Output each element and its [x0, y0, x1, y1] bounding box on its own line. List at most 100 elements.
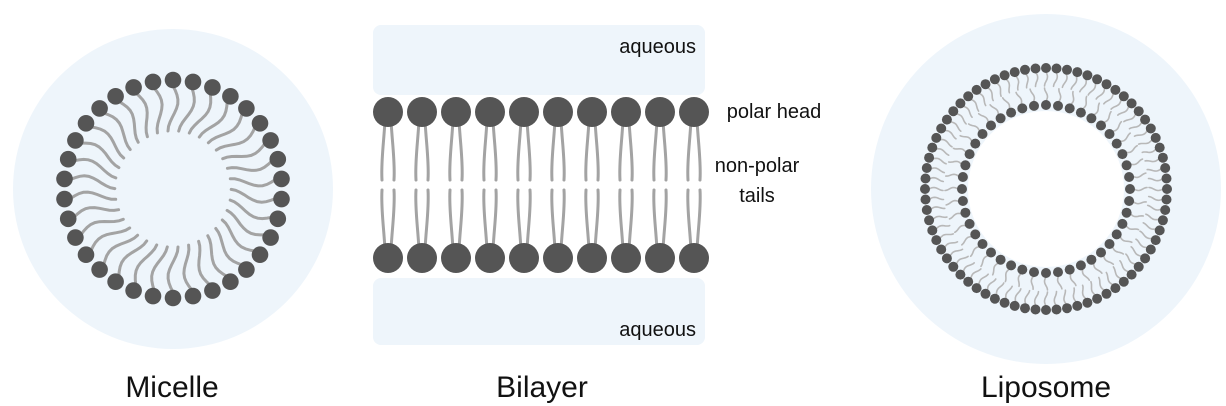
bilayer-tail — [695, 188, 702, 252]
liposome-head-inner — [1053, 267, 1063, 278]
liposome-head-outer — [1092, 293, 1103, 304]
liposome-head-outer — [931, 132, 942, 143]
liposome-tail-outer — [1139, 230, 1153, 240]
liposome-tail-outer — [928, 196, 945, 201]
liposome-head-inner — [986, 120, 996, 131]
liposome-tail-outer — [1053, 290, 1058, 307]
bilayer-head-top — [577, 97, 607, 127]
liposome-tail-inner — [1111, 120, 1123, 133]
liposome-tail-outer — [1072, 287, 1078, 303]
liposome-tail-outer — [1105, 271, 1114, 286]
liposome-head-inner — [1125, 184, 1135, 194]
liposome-tail-inner — [989, 104, 1000, 116]
liposome-tail-inner — [944, 186, 959, 192]
liposome-core — [968, 111, 1124, 267]
liposome-head-outer — [989, 293, 1000, 304]
liposome-tail-inner — [969, 245, 981, 258]
liposome-tail-inner — [1069, 272, 1077, 287]
micelle-tail — [225, 208, 267, 237]
liposome-head-outer — [1009, 300, 1020, 311]
liposome-head-outer — [1082, 297, 1093, 308]
liposome-head-inner — [1006, 107, 1017, 118]
liposome-tail-outer — [955, 255, 969, 266]
micelle-head — [144, 287, 162, 305]
liposome-head-inner — [1111, 229, 1122, 240]
liposome-tail-outer — [969, 268, 982, 280]
liposome-head-outer — [963, 276, 974, 287]
liposome-tail-outer — [1014, 288, 1022, 303]
liposome-head-outer — [1030, 304, 1041, 315]
micelle-tail — [133, 243, 159, 287]
bilayer-tail — [516, 188, 523, 252]
liposome-tail-inner — [1102, 110, 1112, 124]
liposome-tail-outer — [986, 86, 995, 102]
bilayer-head-bottom — [407, 243, 437, 273]
liposome-head-outer — [1118, 91, 1129, 102]
micelle-head — [204, 79, 221, 96]
liposome-head-outer — [1133, 106, 1144, 117]
bilayer-tail — [457, 118, 464, 182]
bilayer-tail — [627, 188, 634, 252]
liposome-tail-inner — [1119, 132, 1131, 143]
liposome-panel: Liposome — [871, 14, 1221, 404]
micelle-tail — [134, 91, 149, 139]
micelle-head — [184, 287, 202, 305]
liposome-tail-inner — [945, 199, 960, 206]
bilayer-tail — [491, 118, 498, 182]
micelle-head — [91, 261, 108, 278]
liposome-head-outer — [920, 173, 931, 184]
bilayer-tail — [525, 188, 532, 252]
liposome-tail-inner — [1081, 268, 1091, 282]
micelle-head — [269, 210, 287, 228]
liposome-head-inner — [1121, 160, 1132, 171]
bilayer-aqueous-top-label: aqueous — [619, 36, 696, 58]
liposome-tail-inner — [1092, 262, 1103, 275]
micelle-tail — [166, 84, 180, 133]
liposome-tail-outer — [1043, 291, 1049, 307]
liposome-head-inner — [1104, 239, 1115, 249]
liposome-head-outer — [924, 152, 935, 163]
micelle-tail — [206, 111, 244, 145]
liposome-tail-outer — [1005, 78, 1011, 94]
liposome-head-outer — [1072, 67, 1083, 78]
bilayer-tail — [550, 188, 557, 252]
micelle-tail — [177, 86, 196, 133]
liposome-head-outer — [1154, 225, 1165, 236]
bilayer-tail — [584, 188, 591, 252]
liposome-head-outer — [1041, 305, 1051, 315]
liposome-tail-outer — [1024, 289, 1031, 306]
liposome-head-outer — [936, 244, 947, 255]
liposome-head-inner — [977, 129, 988, 139]
micelle-head — [107, 273, 124, 291]
liposome-tail-outer — [1119, 259, 1130, 273]
liposome-head-inner — [1096, 247, 1106, 258]
liposome-tail-inner — [991, 262, 1000, 276]
bilayer-title: Bilayer — [496, 371, 588, 404]
liposome-tail-inner — [960, 235, 973, 246]
bilayer-head-top — [611, 97, 641, 127]
liposome-tails — [928, 71, 1164, 307]
liposome-tail-inner — [1119, 235, 1133, 244]
bilayer-tail — [627, 118, 634, 182]
micelle-head — [77, 246, 95, 263]
liposome-head-inner — [995, 254, 1006, 265]
liposome-tail-inner — [1132, 200, 1147, 205]
liposome-head-outer — [948, 261, 959, 272]
liposome-tail-outer — [1063, 289, 1068, 306]
liposome-tail-inner — [1125, 224, 1140, 231]
liposome-tail-inner — [1029, 88, 1036, 103]
micelle-head — [125, 79, 142, 96]
micelle-tail — [117, 99, 140, 144]
micelle-tail — [220, 218, 257, 253]
liposome-tail-outer — [1125, 253, 1137, 266]
liposome-head-outer — [927, 225, 938, 236]
liposome-head-inner — [957, 172, 968, 182]
micelle-head — [262, 132, 279, 149]
liposome-tail-inner — [1056, 275, 1063, 290]
liposome-tail-outer — [939, 233, 955, 240]
liposome-tail-outer — [935, 224, 951, 230]
micelle-head — [273, 190, 290, 208]
liposome-head-outer — [1009, 67, 1020, 78]
bilayer-tail — [448, 188, 455, 252]
micelle-tails — [68, 84, 278, 294]
